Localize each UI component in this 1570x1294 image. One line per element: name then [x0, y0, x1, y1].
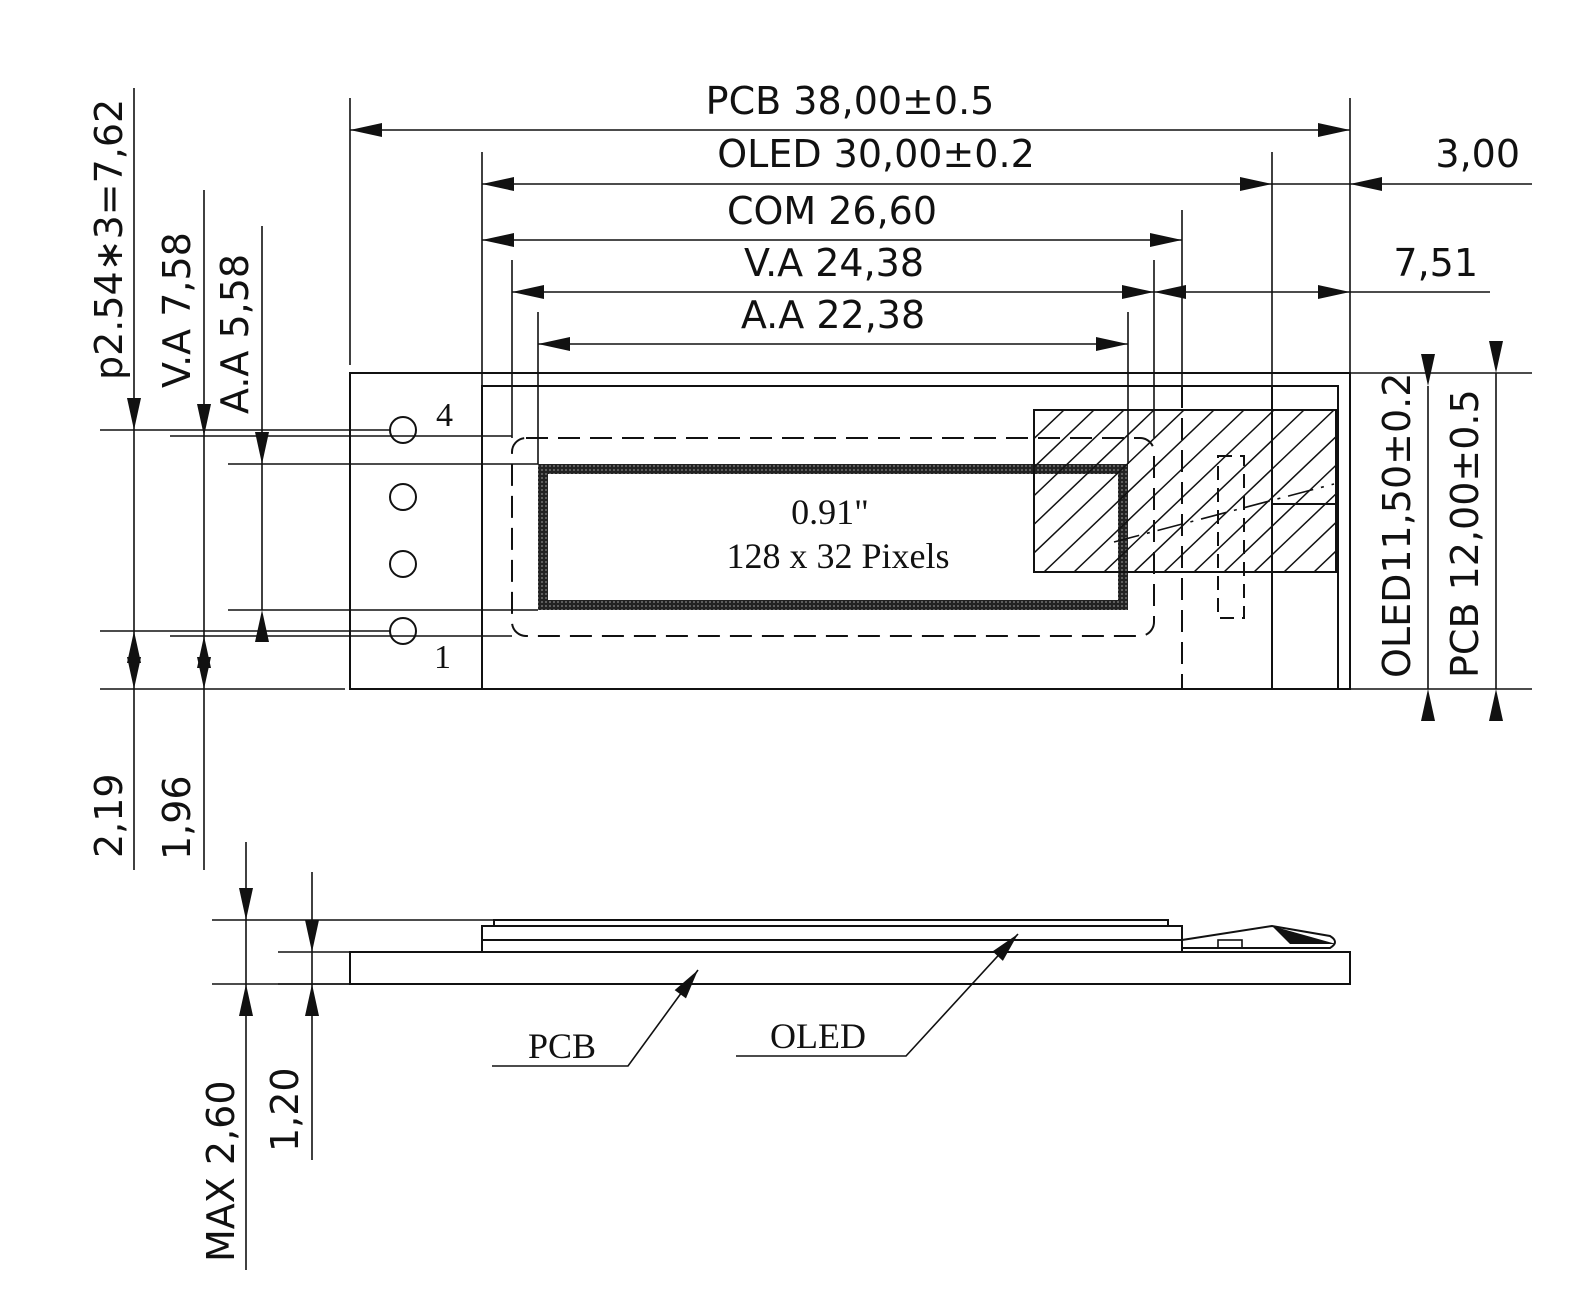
dimension-arrowhead: [482, 233, 514, 247]
dimension-arrowhead: [1489, 689, 1503, 721]
dim-aa-height: A.A 5,58: [213, 254, 257, 414]
dimension-arrowhead: [1096, 337, 1128, 351]
dimension-arrowhead: [1421, 354, 1435, 386]
dim-right-offset-1: 3,00: [1435, 132, 1520, 176]
leader-arrowhead: [674, 970, 698, 999]
hatch-line: [1034, 410, 1095, 469]
dimension-arrowhead: [197, 657, 211, 689]
dimension-arrowhead: [1150, 233, 1182, 247]
dimension-arrowhead: [239, 888, 253, 920]
oled-glass-outline: [481, 385, 1339, 690]
dimension-arrowhead: [197, 404, 211, 436]
vertical-dimensions-left: p2.54∗3=7,62 2,19 V.A 7,58 1,96 A.A 5,58: [87, 88, 538, 870]
dim-com-width: COM 26,60: [727, 189, 937, 233]
dimension-arrowhead: [1421, 689, 1435, 721]
dim-thickness-pcb: 1,20: [263, 1067, 307, 1152]
dimension-arrowhead: [1489, 341, 1503, 373]
dim-va-width: V.A 24,38: [744, 241, 924, 285]
dimension-arrowhead: [350, 123, 382, 137]
dim-pitch: p2.54∗3=7,62: [87, 99, 131, 380]
hatch-line: [1034, 410, 1125, 497]
dimension-arrowhead: [1154, 285, 1186, 299]
pin-2: [389, 550, 417, 578]
hatch-line: [1034, 410, 1185, 554]
pin-4: [389, 416, 417, 444]
dim-bottom-offset-2: 1,96: [155, 775, 199, 860]
dimension-arrowhead: [538, 337, 570, 351]
side-pcb: [349, 951, 1351, 985]
hatch-line: [1283, 521, 1336, 572]
hatch-line: [1043, 410, 1215, 572]
leader-arrowhead: [992, 934, 1018, 961]
screen-size-label: 0.91": [791, 492, 869, 532]
dim-pcb-height: PCB 12,00±0.5: [1443, 389, 1487, 678]
hatch-line: [1404, 410, 1570, 572]
visible-area-outline: [511, 437, 1155, 637]
dim-bottom-offset-1: 2,19: [87, 773, 131, 858]
dimension-arrowhead: [255, 610, 269, 642]
hatch-line: [1253, 492, 1336, 572]
dim-right-offset-2: 7,51: [1393, 241, 1478, 285]
pin-1: [389, 617, 417, 645]
hatch-line: [1193, 435, 1336, 572]
dimension-arrowhead: [239, 984, 253, 1016]
hatch-line: [1034, 410, 1065, 440]
dim-oled-height: OLED11,50±0.2: [1375, 373, 1419, 678]
dimension-arrowhead: [305, 984, 319, 1016]
pin-label-last: 4: [436, 397, 453, 434]
top-view: 4 1 0.91" 128 x 32 Pixels: [349, 372, 1570, 690]
hatch-line: [1073, 410, 1245, 572]
dimension-arrowhead: [512, 285, 544, 299]
dim-thickness-max: MAX 2,60: [199, 1080, 243, 1262]
driver-ic-hatch: [1033, 409, 1570, 619]
hatch-line: [1163, 410, 1335, 572]
dim-oled-width: OLED 30,00±0.2: [717, 132, 1035, 176]
dimension-arrowhead: [482, 177, 514, 191]
dim-pcb-width: PCB 38,00±0.5: [706, 79, 995, 123]
vertical-dimensions-right: OLED11,50±0.2 PCB 12,00±0.5: [1375, 341, 1503, 721]
hatch-line: [1344, 410, 1514, 572]
dimension-arrowhead: [305, 920, 319, 952]
dimension-arrowhead: [1318, 285, 1350, 299]
dimension-arrowhead: [1350, 177, 1382, 191]
horizontal-dimensions: PCB 38,00±0.5 OLED 30,00±0.2 3,00 COM 26…: [349, 79, 1532, 464]
side-view: MAX 2,60 1,20 PCB OLED: [199, 842, 1351, 1270]
dimension-arrowhead: [127, 398, 141, 430]
screen-pixels-label: 128 x 32 Pixels: [726, 536, 949, 576]
hatch-line: [1103, 410, 1275, 572]
dimension-arrowhead: [127, 631, 141, 663]
dimension-arrowhead: [1122, 285, 1154, 299]
callout-oled: OLED: [770, 1016, 866, 1056]
pin-3: [389, 483, 417, 511]
pin-label-first: 1: [434, 639, 451, 676]
dimension-arrowhead: [127, 657, 141, 689]
hatch-line: [1034, 410, 1155, 526]
dim-va-height: V.A 7,58: [155, 232, 199, 388]
dimension-arrowhead: [1240, 177, 1272, 191]
dimension-arrowhead: [1318, 123, 1350, 137]
callout-pcb: PCB: [528, 1026, 596, 1066]
dimension-arrowhead: [255, 432, 269, 464]
dim-aa-width: A.A 22,38: [741, 293, 925, 337]
